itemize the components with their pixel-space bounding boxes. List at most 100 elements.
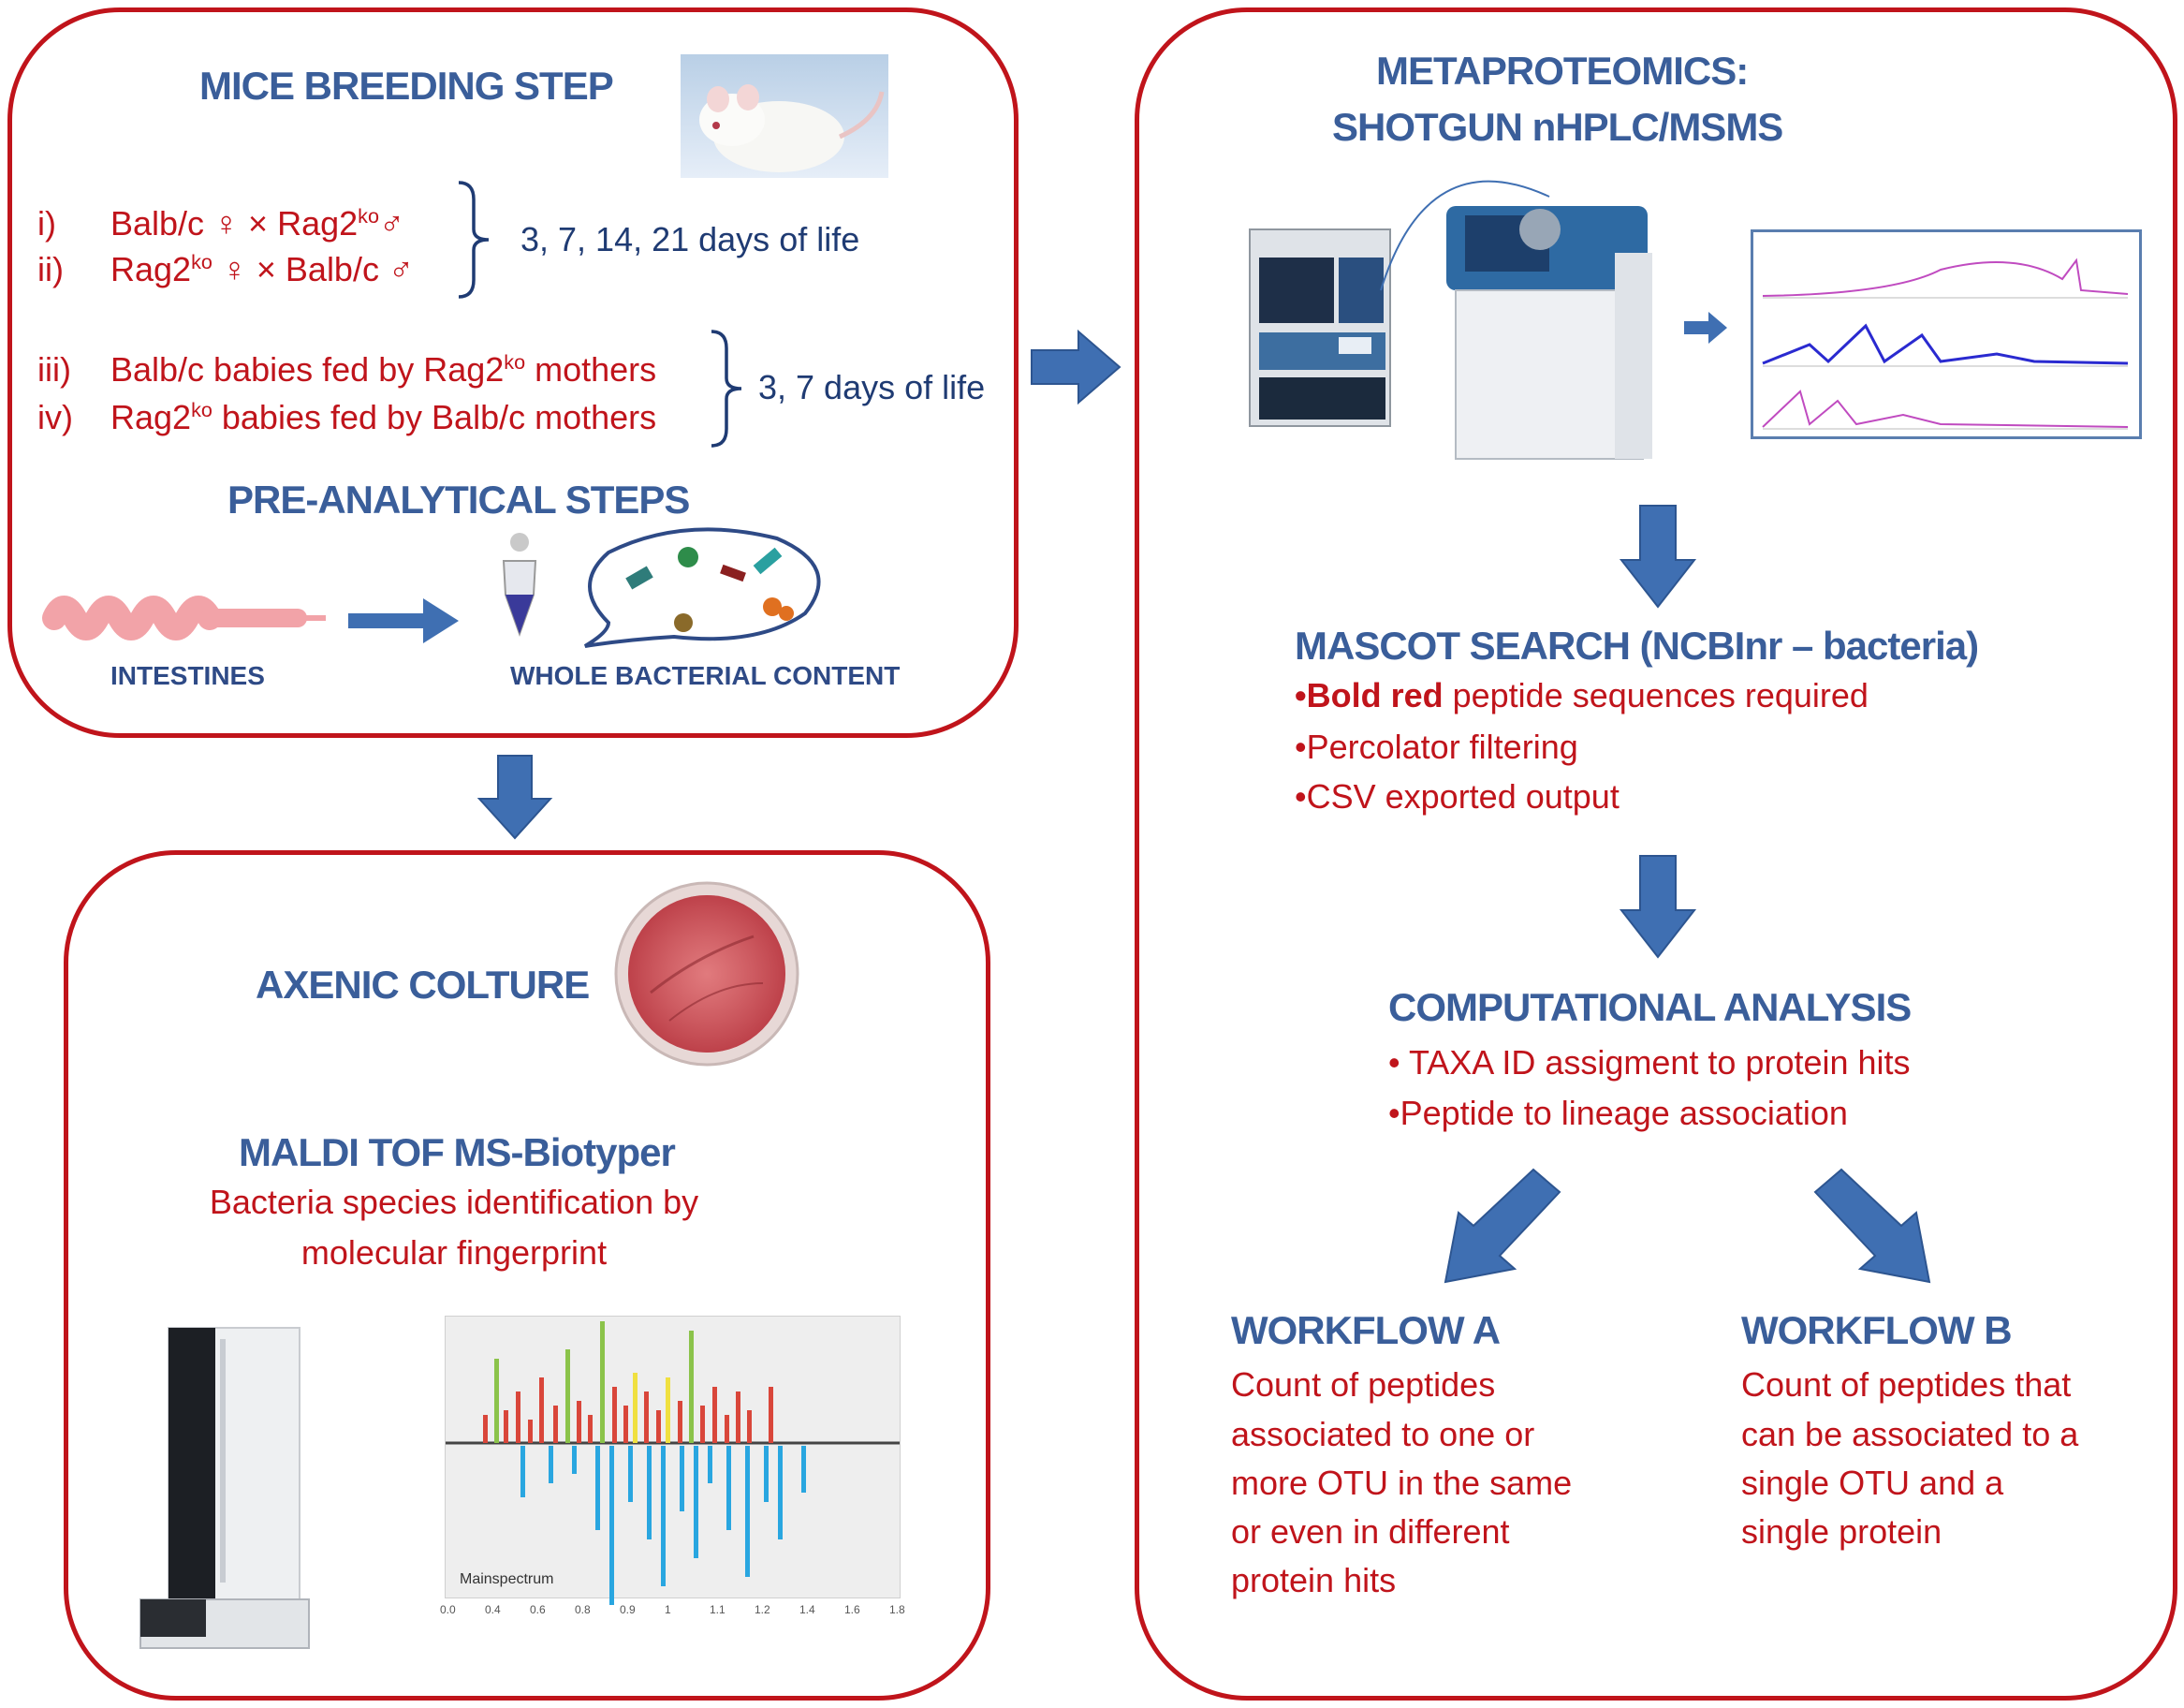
spectrum-peak-down: [647, 1446, 652, 1539]
arrow-to-workflow-b: [1813, 1168, 1931, 1284]
bacteria-bubble: [583, 527, 821, 648]
spectrum-peak-up: [577, 1401, 581, 1443]
spectrum-peak-up: [600, 1321, 605, 1443]
spectrum-peak-down: [778, 1446, 783, 1539]
spectrum-peak-down: [572, 1446, 577, 1474]
workflow-a-title: WORKFLOW A: [1231, 1308, 1501, 1352]
arrow-to-bacteria: [348, 598, 459, 643]
arrow-to-axenic: [476, 755, 553, 840]
breeding-title: MICE BREEDING STEP: [199, 64, 614, 108]
spectrum-peak-down: [549, 1446, 553, 1483]
mascot-bullet-1: •Bold red peptide sequences required: [1295, 676, 1869, 714]
meta-title-1: METAPROTEOMICS:: [1376, 49, 1749, 93]
tube-icon: [502, 533, 537, 637]
brace-1: [458, 181, 490, 299]
breeding-row-4-num: iv): [37, 398, 73, 436]
breeding-row-1-num: i): [37, 204, 56, 243]
workflow-a-line-4: or even in different: [1231, 1512, 1510, 1551]
spectrum-peak-up: [612, 1387, 617, 1443]
computational-title: COMPUTATIONAL ANALYSIS: [1388, 985, 1912, 1029]
spectrum-peak-up: [736, 1391, 740, 1443]
days-1: 3, 7, 14, 21 days of life: [520, 220, 860, 258]
computational-bullet-1: • TAXA ID assigment to protein hits: [1388, 1043, 1911, 1082]
chromatogram-image: [1751, 229, 2142, 439]
spectrum-peak-down: [694, 1446, 698, 1558]
spectrum-peak-up: [769, 1387, 773, 1443]
spectrum-peak-up: [623, 1406, 628, 1443]
arrow-to-mascot: [1619, 505, 1697, 609]
spectrum-peak-down: [520, 1446, 525, 1497]
spectrum-chart: Mainspectrum: [445, 1316, 901, 1605]
arrow-to-workflow-a: [1444, 1168, 1561, 1284]
spectrum-peak-up: [747, 1410, 752, 1443]
spectrum-peak-down: [628, 1446, 633, 1502]
spectrum-peak-down: [726, 1446, 731, 1530]
workflow-a-line-1: Count of peptides: [1231, 1365, 1496, 1404]
mascot-bullet-2: •Percolator filtering: [1295, 728, 1578, 766]
workflow-a-line-3: more OTU in the same: [1231, 1464, 1573, 1502]
spectrum-peak-down: [680, 1446, 684, 1511]
maldi-instrument-image: [139, 1327, 310, 1649]
spectrum-tick-label: 0.8: [575, 1603, 591, 1616]
intestines-label: INTESTINES: [110, 661, 265, 690]
workflow-b-line-3: single OTU and a: [1741, 1464, 2004, 1502]
meta-title-2: SHOTGUN nHPLC/MSMS: [1332, 105, 1783, 149]
spectrum-peak-up: [712, 1387, 717, 1443]
intestine-image: [42, 596, 326, 640]
workflow-a-line-2: associated to one or: [1231, 1415, 1535, 1453]
spectrum-tick-label: 0.0: [440, 1603, 456, 1616]
workflow-a-line-5: protein hits: [1231, 1561, 1397, 1599]
computational-bullet-2: •Peptide to lineage association: [1388, 1094, 1848, 1132]
spectrum-tick-label: 1.8: [889, 1603, 905, 1616]
spectrum-peak-down: [708, 1446, 712, 1483]
spectrum-peak-up: [483, 1415, 488, 1443]
maldi-desc-2: molecular fingerprint: [300, 1233, 608, 1272]
spectrum-tick-label: 1.6: [844, 1603, 860, 1616]
spectrum-peak-up: [689, 1331, 694, 1443]
ms-instrument-image: [1380, 180, 1652, 460]
brace-2: [711, 330, 742, 448]
spectrum-tick-label: 1.4: [799, 1603, 815, 1616]
breeding-row-3-text: Balb/c babies fed by Rag2ko mothers: [110, 350, 657, 389]
spectrum-peak-down: [745, 1446, 750, 1577]
breeding-row-1-text: Balb/c ♀ × Rag2ko♂: [110, 204, 404, 243]
spectrum-peak-up: [633, 1373, 638, 1443]
spectrum-tick-label: 0.4: [485, 1603, 501, 1616]
workflow-b-title: WORKFLOW B: [1741, 1308, 2013, 1352]
spectrum-peak-up: [539, 1377, 544, 1443]
arrow-to-chromatogram: [1684, 312, 1727, 344]
pre-analytical-title: PRE-ANALYTICAL STEPS: [227, 478, 690, 522]
spectrum-tick-label: 1.1: [710, 1603, 726, 1616]
spectrum-peak-up: [725, 1415, 729, 1443]
spectrum-peak-up: [700, 1406, 705, 1443]
breeding-row-4-text: Rag2ko babies fed by Balb/c mothers: [110, 398, 657, 436]
axenic-title: AXENIC COLTURE: [256, 963, 590, 1007]
workflow-b-line-1: Count of peptides that: [1741, 1365, 2072, 1404]
maldi-desc-1: Bacteria species identification by: [209, 1183, 699, 1221]
spectrum-peak-up: [528, 1420, 533, 1443]
spectrum-peak-down: [609, 1446, 614, 1605]
maldi-title: MALDI TOF MS-Biotyper: [239, 1130, 676, 1174]
spectrum-peak-down: [801, 1446, 806, 1493]
bacterial-content-label: WHOLE BACTERIAL CONTENT: [510, 661, 901, 690]
workflow-b-line-4: single protein: [1741, 1512, 1942, 1551]
spectrum-peak-up: [494, 1359, 499, 1443]
spectrum-peak-up: [666, 1377, 670, 1443]
mascot-title: MASCOT SEARCH (NCBInr – bacteria): [1295, 624, 1979, 668]
arrow-to-meta: [1031, 329, 1121, 405]
spectrum-peak-up: [644, 1391, 649, 1443]
spectrum-peak-up: [553, 1406, 558, 1443]
mouse-image: [681, 54, 888, 178]
breeding-row-2-text: Rag2ko ♀ × Balb/c ♂: [110, 250, 414, 288]
spectrum-peak-down: [764, 1446, 769, 1502]
spectrum-peak-down: [595, 1446, 600, 1530]
hplc-instrument-image: [1249, 228, 1391, 427]
spectrum-tick-label: 1.2: [755, 1603, 770, 1616]
breeding-row-3-num: iii): [37, 350, 71, 389]
spectrum-peak-up: [656, 1410, 661, 1443]
spectrum-tick-label: 1: [665, 1603, 671, 1616]
mascot-bullet-3: •CSV exported output: [1295, 777, 1620, 816]
workflow-b-line-2: can be associated to a: [1741, 1415, 2079, 1453]
spectrum-peak-up: [588, 1415, 593, 1443]
